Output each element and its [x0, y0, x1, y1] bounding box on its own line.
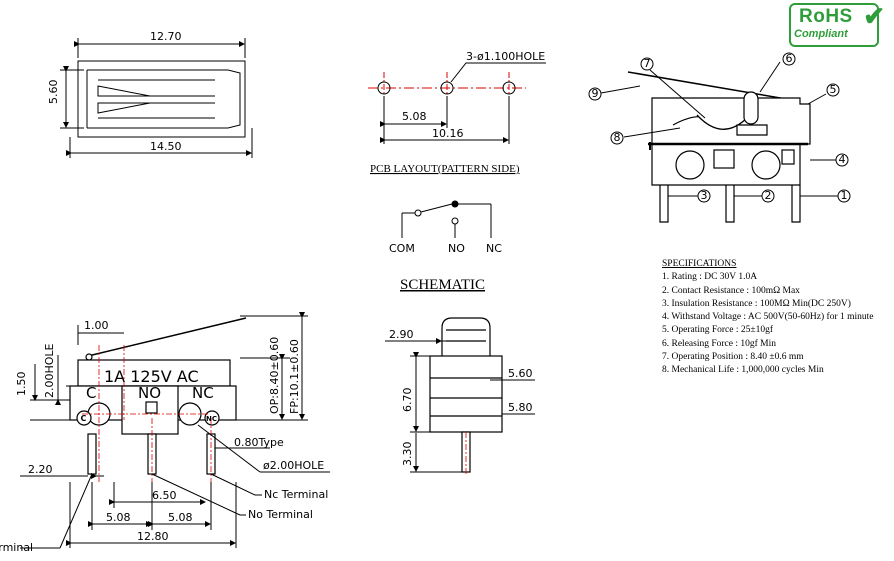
com-pin — [87, 433, 97, 475]
pcb-hole-2 — [440, 81, 454, 95]
spec-item: 1. Rating : DC 30V 1.0A — [662, 272, 758, 283]
callout-3 — [697, 189, 711, 203]
callout-3-label: 3 — [701, 189, 708, 202]
spec-item: 7. Operating Position : 8.40 ±0.6 mm — [662, 352, 804, 363]
side-dim-3-30: 3.30 — [401, 442, 414, 467]
dim-hole-height: 2.00HOLE — [43, 343, 56, 398]
specifications-heading: SPECIFICATIONS — [662, 259, 737, 269]
no-terminal-label: No Terminal — [248, 508, 313, 521]
pcb-layout — [368, 62, 546, 144]
top-view — [60, 38, 253, 158]
spec-item: 2. Contact Resistance : 100mΩ Max — [662, 285, 800, 296]
spec-item: 6. Releasing Force : 10gf Min — [662, 338, 776, 349]
marking-nc-circle: NC — [206, 415, 217, 423]
dim-2-20: 2.20 — [28, 463, 53, 476]
rating-marking: 1A 125V AC — [104, 367, 199, 386]
callout-8-label: 8 — [614, 131, 621, 144]
side-dimension-lines — [385, 325, 535, 473]
callout-5-label: 5 — [830, 83, 837, 96]
callout-7 — [640, 57, 654, 71]
dim-type: 0.80Type — [234, 436, 284, 449]
marking-c: C — [86, 384, 96, 402]
side-dim-6-70: 6.70 — [401, 388, 414, 413]
cross-section-callouts — [588, 52, 851, 203]
checkmark-icon: ✔ — [863, 1, 885, 31]
nc-terminal-label: Nc Terminal — [264, 488, 328, 501]
front-dimension-lines — [20, 312, 330, 549]
callout-9 — [588, 87, 602, 101]
dim-12-80: 12.80 — [137, 530, 169, 543]
marking-nc: NC — [192, 384, 214, 402]
specifications-panel: SPECIFICATIONS 1. Rating : DC 30V 1.0A 2… — [662, 258, 874, 378]
side-view — [429, 317, 503, 476]
pcb-hole-1 — [377, 81, 391, 95]
top-width-outer: 14.50 — [150, 140, 182, 153]
callout-1 — [837, 189, 851, 203]
cross-section — [627, 71, 811, 223]
dim-hole: ø2.00HOLE — [263, 459, 324, 472]
side-dim-2-90: 2.90 — [389, 328, 414, 341]
dim-1-50: 1.50 — [15, 372, 28, 397]
callout-5 — [826, 83, 840, 97]
pcb-hole-note: 3-ø1.100HOLE — [466, 50, 545, 63]
marking-no: NO — [138, 384, 161, 402]
top-height: 5.60 — [47, 80, 60, 105]
spec-item: 4. Withstand Voltage : AC 500V(50-60Hz) … — [662, 312, 874, 323]
marking-c-circle: C — [81, 414, 87, 423]
top-view-body — [77, 60, 246, 138]
pcb-title: PCB LAYOUT(PATTERN SIDE) — [370, 163, 520, 175]
schematic-title: SCHEMATIC — [400, 277, 485, 293]
callout-9-label: 9 — [592, 87, 599, 100]
side-dim-5-60: 5.60 — [508, 367, 533, 380]
pcb-span: 10.16 — [432, 127, 464, 140]
callout-6 — [782, 52, 796, 66]
callout-8 — [610, 131, 624, 145]
spec-item: 8. Mechanical Life : 1,000,000 cycles Mi… — [662, 365, 824, 376]
dim-5-08-right: 5.08 — [168, 511, 193, 524]
rohs-badge: RoHS Compliant ✔ — [789, 1, 885, 47]
schematic-nc: NC — [486, 242, 502, 255]
com-terminal-label: Com Terminal — [0, 541, 33, 554]
dim-6-50: 6.50 — [152, 489, 177, 502]
callout-7-label: 7 — [644, 57, 651, 70]
callout-4-label: 4 — [839, 153, 846, 166]
spec-item: 5. Operating Force : 25±10gf — [662, 325, 774, 336]
schematic-no: NO — [448, 242, 465, 255]
spec-item: 3. Insulation Resistance : 100MΩ Min(DC … — [662, 298, 851, 309]
callout-2-label: 2 — [765, 189, 772, 202]
rohs-text: RoHS — [799, 6, 853, 27]
callout-2 — [761, 189, 775, 203]
callout-6-label: 6 — [786, 52, 793, 65]
pcb-hole-3 — [502, 81, 516, 95]
callout-numbers: 9 7 6 5 8 4 1 2 3 — [592, 52, 848, 202]
side-dim-5-80: 5.80 — [508, 401, 533, 414]
callout-4 — [835, 153, 849, 167]
dim-op: OP:8.40±0.60 — [268, 337, 281, 414]
front-centerlines — [82, 345, 212, 482]
actuator-lever — [87, 317, 247, 357]
top-width-inner: 12.70 — [150, 30, 182, 43]
side-body — [429, 355, 503, 433]
callout-1-label: 1 — [841, 189, 848, 202]
schematic — [401, 200, 492, 238]
schematic-com: COM — [389, 242, 415, 255]
pcb-pitch: 5.08 — [402, 110, 427, 123]
dim-lever-offset: 1.00 — [84, 319, 109, 332]
dim-fp: FP:10.1±0.60 — [288, 339, 301, 414]
dim-5-08-left: 5.08 — [106, 511, 131, 524]
compliant-text: Compliant — [794, 28, 848, 40]
